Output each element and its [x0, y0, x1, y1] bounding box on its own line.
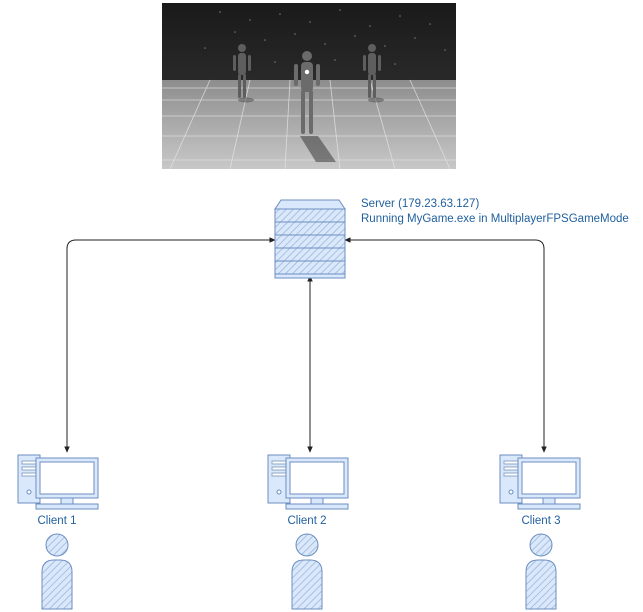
user-icon — [41, 533, 73, 610]
sky-particles — [204, 9, 446, 65]
game-screenshot — [162, 3, 456, 170]
server-label-line1: Server (179.23.63.127) — [361, 198, 479, 210]
connector-server-client3 — [344, 237, 547, 453]
character-right — [363, 44, 384, 103]
desktop-computer-icon — [267, 454, 349, 510]
connector-server-client1 — [64, 237, 276, 453]
client-3-label: Client 3 — [522, 515, 561, 527]
user-icon — [525, 533, 557, 610]
character-center — [294, 51, 336, 162]
client-1-label: Client 1 — [38, 515, 77, 527]
desktop-computer-icon — [17, 454, 99, 510]
server-rack-icon — [274, 199, 346, 279]
connectors — [64, 237, 547, 453]
desktop-computer-icon — [499, 454, 581, 510]
user-icon — [291, 533, 323, 610]
character-left — [233, 44, 254, 103]
client-2-label: Client 2 — [288, 515, 327, 527]
server-label-line2: Running MyGame.exe in MultiplayerFPSGame… — [361, 213, 629, 225]
